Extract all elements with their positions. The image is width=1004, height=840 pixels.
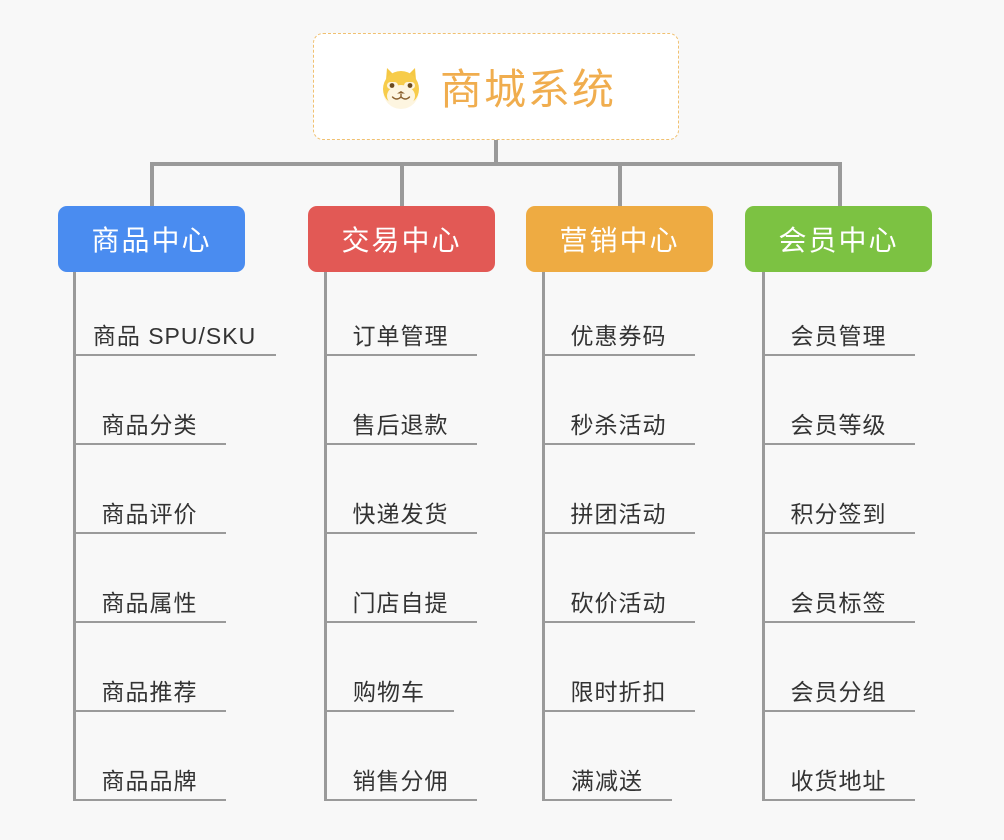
leaf-item[interactable]: 拼团活动: [542, 490, 695, 534]
leaf-item-label: 会员管理: [790, 323, 887, 349]
leaf-item-label: 门店自提: [352, 590, 449, 616]
branch-spine-4: [762, 272, 765, 800]
leaf-item[interactable]: 商品评价: [73, 490, 226, 534]
leaf-item-label: 秒杀活动: [570, 412, 667, 438]
connector-drop-1: [150, 162, 154, 206]
leaf-item-label: 收货地址: [790, 768, 887, 794]
branch-spine-1: [73, 272, 76, 800]
root-title: 商城系统: [439, 66, 616, 113]
leaf-item-label: 会员分组: [790, 679, 887, 705]
leaf-item[interactable]: 砍价活动: [542, 579, 695, 623]
leaf-item-label: 购物车: [353, 679, 425, 705]
connector-drop-3: [618, 162, 622, 206]
leaf-item[interactable]: 商品属性: [73, 579, 226, 623]
branch-header-label: 商品中心: [91, 225, 212, 256]
leaf-item-label: 商品分类: [101, 412, 198, 438]
branch-header-营销中心[interactable]: 营销中心: [526, 206, 713, 272]
connector-bus: [150, 162, 840, 166]
leaf-item[interactable]: 快递发货: [324, 490, 477, 534]
leaf-item-label: 会员标签: [790, 590, 887, 616]
root-node[interactable]: 商城系统: [313, 33, 679, 140]
leaf-item[interactable]: 会员分组: [762, 668, 915, 712]
leaf-item-label: 限时折扣: [570, 679, 667, 705]
leaf-item[interactable]: 秒杀活动: [542, 401, 695, 445]
leaf-item[interactable]: 门店自提: [324, 579, 477, 623]
leaf-item[interactable]: 商品 SPU/SKU: [73, 312, 276, 356]
leaf-item-label: 会员等级: [790, 412, 887, 438]
leaf-item[interactable]: 优惠券码: [542, 312, 695, 356]
leaf-item-label: 销售分佣: [352, 768, 449, 794]
leaf-item-label: 满减送: [571, 768, 643, 794]
leaf-item[interactable]: 商品分类: [73, 401, 226, 445]
leaf-item[interactable]: 购物车: [324, 668, 454, 712]
leaf-item[interactable]: 会员管理: [762, 312, 915, 356]
branch-header-label: 会员中心: [778, 225, 899, 256]
leaf-item[interactable]: 会员标签: [762, 579, 915, 623]
leaf-item[interactable]: 会员等级: [762, 401, 915, 445]
branch-header-label: 交易中心: [341, 225, 462, 256]
leaf-item[interactable]: 满减送: [542, 757, 672, 801]
leaf-item[interactable]: 订单管理: [324, 312, 477, 356]
leaf-item[interactable]: 销售分佣: [324, 757, 477, 801]
shiba-dog-face-icon: [376, 62, 426, 112]
leaf-item-label: 商品品牌: [101, 768, 198, 794]
leaf-item-label: 商品推荐: [101, 679, 198, 705]
leaf-item-label: 商品属性: [101, 590, 198, 616]
leaf-item-label: 商品评价: [101, 501, 198, 527]
leaf-item[interactable]: 售后退款: [324, 401, 477, 445]
leaf-item[interactable]: 积分签到: [762, 490, 915, 534]
leaf-item[interactable]: 收货地址: [762, 757, 915, 801]
branch-spine-2: [324, 272, 327, 800]
connector-drop-2: [400, 162, 404, 206]
leaf-item-label: 优惠券码: [570, 323, 667, 349]
leaf-item-label: 售后退款: [352, 412, 449, 438]
leaf-item-label: 快递发货: [352, 501, 449, 527]
leaf-item-label: 订单管理: [352, 323, 449, 349]
branch-header-商品中心[interactable]: 商品中心: [58, 206, 245, 272]
branch-header-交易中心[interactable]: 交易中心: [308, 206, 495, 272]
connector-drop-4: [838, 162, 842, 206]
leaf-item-label: 拼团活动: [570, 501, 667, 527]
leaf-item[interactable]: 限时折扣: [542, 668, 695, 712]
branch-header-label: 营销中心: [559, 225, 680, 256]
leaf-item[interactable]: 商品推荐: [73, 668, 226, 712]
leaf-item-label: 积分签到: [790, 501, 887, 527]
leaf-item-label: 商品 SPU/SKU: [92, 323, 257, 349]
branch-spine-3: [542, 272, 545, 800]
connector-root-stub: [494, 140, 498, 164]
leaf-item-label: 砍价活动: [570, 590, 667, 616]
branch-header-会员中心[interactable]: 会员中心: [745, 206, 932, 272]
leaf-item[interactable]: 商品品牌: [73, 757, 226, 801]
